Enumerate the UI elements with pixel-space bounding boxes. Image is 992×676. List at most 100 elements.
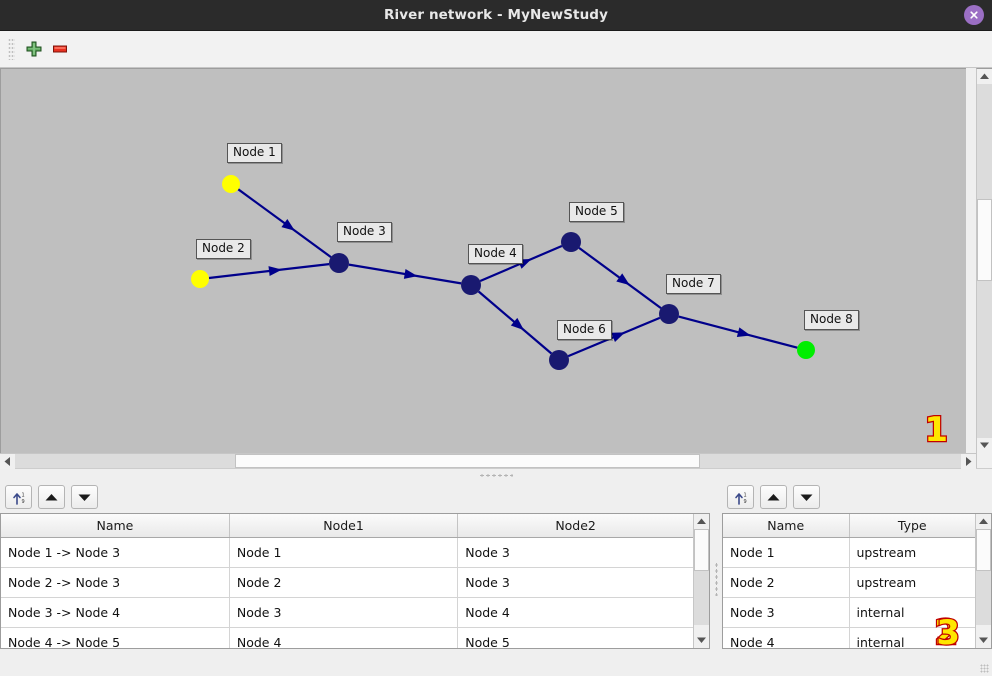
nodes-scroll-up-arrow-icon[interactable] <box>976 514 991 529</box>
nodes-sort-button[interactable]: 1 9 <box>727 485 754 509</box>
graph-node-n7[interactable] <box>659 304 679 324</box>
sort-ascending-icon: 1 9 <box>734 492 746 505</box>
graph-node-n4[interactable] <box>461 275 481 295</box>
canvas-vertical-scrollbar[interactable] <box>976 68 992 468</box>
column-header-node1[interactable]: Node1 <box>229 514 459 538</box>
column-header-name[interactable]: Name <box>723 514 850 538</box>
red-minus-icon <box>53 45 67 53</box>
graph-node-n6[interactable] <box>549 350 569 370</box>
svg-text:9: 9 <box>743 499 746 505</box>
reaches-scroll-up-arrow-icon[interactable] <box>694 514 709 529</box>
network-canvas[interactable]: Node 1 Node 2 Node 3 Node 4 Node 5 Node 6 Node… <box>0 68 966 454</box>
table-cell[interactable]: internal <box>849 627 975 648</box>
scroll-left-arrow-icon[interactable] <box>0 454 15 470</box>
close-icon[interactable] <box>964 5 984 25</box>
main-toolbar <box>0 31 992 68</box>
column-header-node2[interactable]: Node2 <box>457 514 693 538</box>
vscroll-thumb[interactable] <box>977 199 992 281</box>
annotation-marker-3: 3 <box>935 613 961 653</box>
graph-node-label-n6[interactable]: Node 6 <box>557 320 612 341</box>
reaches-sort-button[interactable]: 1 9 <box>5 485 32 509</box>
hscroll-track-left[interactable] <box>15 454 235 469</box>
nodes-vscroll-track[interactable] <box>976 571 991 625</box>
vscroll-track-bottom[interactable] <box>977 281 992 440</box>
graph-node-label-n7[interactable]: Node 7 <box>666 274 721 295</box>
table-cell[interactable]: Node 2 -> Node 3 <box>1 567 230 598</box>
graph-node-n3[interactable] <box>329 253 349 273</box>
nodes-move-down-button[interactable] <box>793 485 820 509</box>
graph-node-label-n5[interactable]: Node 5 <box>569 202 624 223</box>
graph-node-label-n4[interactable]: Node 4 <box>468 244 523 265</box>
reaches-scroll-down-arrow-icon[interactable] <box>694 633 709 648</box>
graph-node-n8[interactable] <box>797 341 815 359</box>
reaches-move-down-button[interactable] <box>71 485 98 509</box>
table-cell[interactable]: Node 1 <box>229 537 459 568</box>
graph-node-label-n1[interactable]: Node 1 <box>227 143 282 164</box>
reaches-move-up-button[interactable] <box>38 485 65 509</box>
graph-node-n2[interactable] <box>191 270 209 288</box>
table-cell[interactable]: Node 2 <box>723 567 850 598</box>
table-cell[interactable]: Node 3 <box>457 567 693 598</box>
table-cell[interactable]: Node 3 <box>723 597 850 628</box>
nodes-scroll-down-arrow-icon[interactable] <box>976 633 991 648</box>
canvas-horizontal-scrollbar[interactable] <box>0 453 976 470</box>
column-header-type[interactable]: Type <box>849 514 975 538</box>
reaches-vscroll-track[interactable] <box>694 571 709 625</box>
nodes-move-up-button[interactable] <box>760 485 787 509</box>
table-cell[interactable]: Node 2 <box>229 567 459 598</box>
nodes-toolbar: 1 9 <box>722 481 992 513</box>
resize-grip-icon[interactable] <box>980 664 989 673</box>
scroll-right-arrow-icon[interactable] <box>961 454 976 470</box>
table-cell[interactable]: Node 4 <box>457 597 693 628</box>
column-header-name[interactable]: Name <box>1 514 230 538</box>
table-cell[interactable]: upstream <box>849 537 975 568</box>
table-cell[interactable]: Node 4 -> Node 5 <box>1 627 230 648</box>
graph-node-label-n3[interactable]: Node 3 <box>337 222 392 243</box>
graph-edge[interactable] <box>678 315 798 349</box>
vertical-splitter[interactable] <box>710 481 722 676</box>
graph-node-n1[interactable] <box>222 175 240 193</box>
table-cell[interactable]: Node 4 <box>723 627 850 648</box>
table-cell[interactable]: Node 5 <box>457 627 693 648</box>
add-node-button[interactable] <box>21 36 47 62</box>
delete-node-button[interactable] <box>47 36 73 62</box>
hscroll-track-right[interactable] <box>700 454 961 469</box>
scroll-up-arrow-icon[interactable] <box>977 69 992 84</box>
vscroll-track-top[interactable] <box>977 84 992 199</box>
svg-text:9: 9 <box>21 499 24 505</box>
table-cell[interactable]: Node 4 <box>229 627 459 648</box>
graph-node-n5[interactable] <box>561 232 581 252</box>
table-cell[interactable]: Node 3 <box>229 597 459 628</box>
reaches-vscroll-thumb[interactable] <box>694 529 709 571</box>
hscroll-thumb[interactable] <box>235 454 700 469</box>
nodes-vscroll-thumb[interactable] <box>976 529 991 571</box>
scroll-down-arrow-icon[interactable] <box>977 438 992 453</box>
toolbar-grip[interactable] <box>8 38 15 60</box>
reaches-vertical-scrollbar[interactable] <box>693 514 709 648</box>
table-cell[interactable]: internal <box>849 597 975 628</box>
table-cell[interactable]: Node 3 <box>457 537 693 568</box>
table-cell[interactable]: Node 3 -> Node 4 <box>1 597 230 628</box>
nodes-vertical-scrollbar[interactable] <box>975 514 991 648</box>
table-cell[interactable]: upstream <box>849 567 975 598</box>
horizontal-splitter[interactable] <box>0 468 992 481</box>
table-cell[interactable]: Node 1 <box>723 537 850 568</box>
graph-node-label-n2[interactable]: Node 2 <box>196 239 251 260</box>
graph-node-label-n8[interactable]: Node 8 <box>804 310 859 331</box>
graph-edge[interactable] <box>208 263 330 280</box>
table-cell[interactable]: Node 1 -> Node 3 <box>1 537 230 568</box>
